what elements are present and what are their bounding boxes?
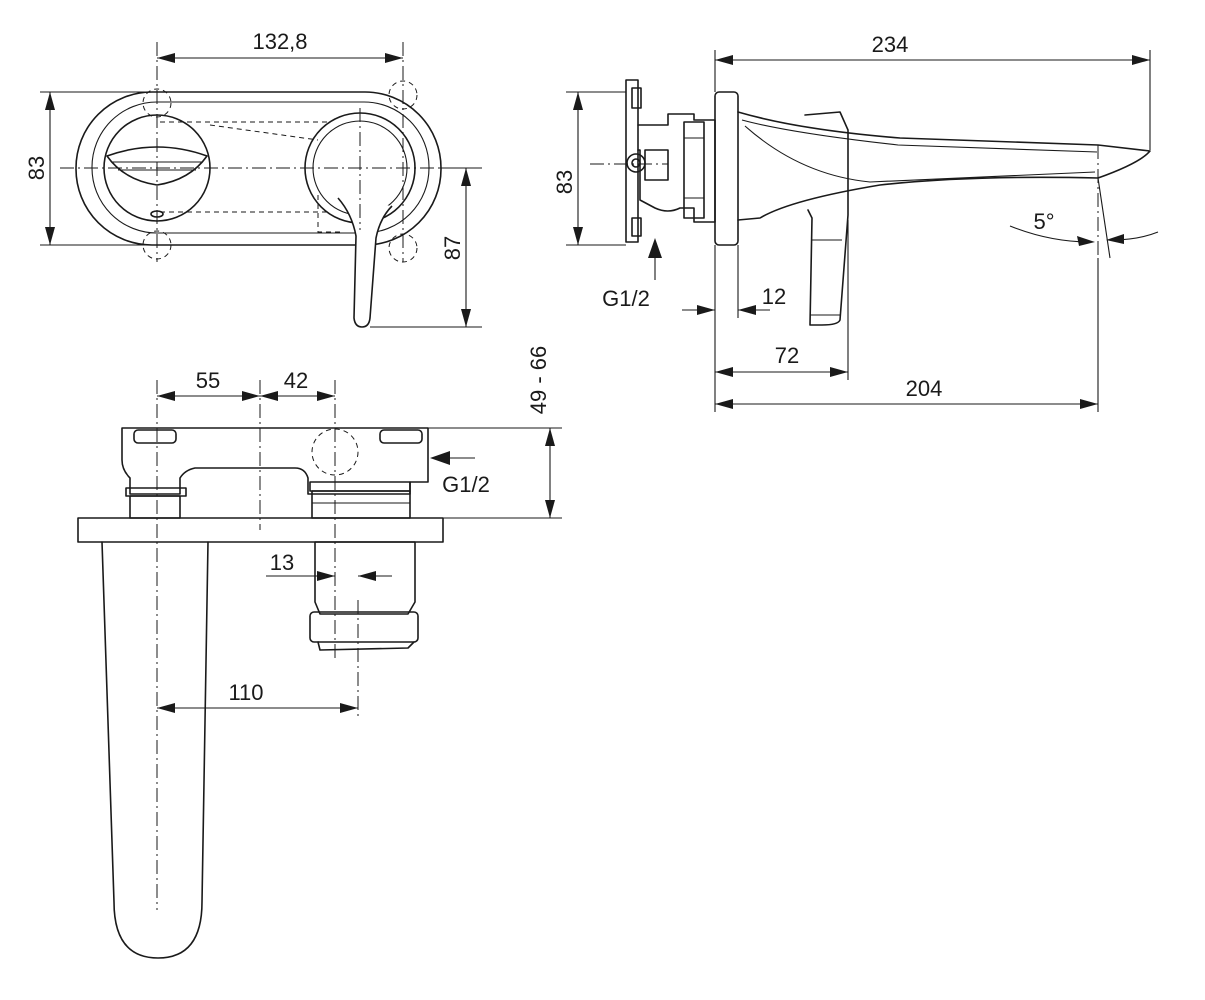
dim-wall-depth: 49 - 66 bbox=[526, 346, 551, 415]
plan-view: G1/2 55 42 49 - 66 13 110 bbox=[77, 346, 562, 959]
dim-overall-length: 234 bbox=[872, 32, 909, 57]
dim-cartridge-offset: 13 bbox=[270, 550, 294, 575]
dim-lever-offset: 72 bbox=[775, 343, 799, 368]
wall-flange bbox=[625, 79, 639, 243]
side-view: 83 G1/2 234 5° 12 72 bbox=[552, 32, 1159, 412]
side-lever bbox=[804, 111, 849, 326]
dim-spout-reach: 204 bbox=[906, 376, 943, 401]
mixer-lever bbox=[337, 197, 393, 328]
dim-plate-thickness: 12 bbox=[762, 284, 786, 309]
plan-lever bbox=[309, 611, 419, 643]
inlet-label-plan: G1/2 bbox=[442, 472, 490, 497]
dim-side-plate-height: 83 bbox=[552, 170, 577, 194]
dim-spout-to-mixer: 110 bbox=[228, 680, 263, 705]
dim-center-left: 55 bbox=[196, 368, 220, 393]
dim-lever-drop: 87 bbox=[440, 236, 465, 260]
plan-spout bbox=[101, 541, 209, 959]
dim-front-width: 132,8 bbox=[252, 29, 307, 54]
side-spout bbox=[737, 111, 1151, 221]
inlet-label-side: G1/2 bbox=[602, 286, 650, 311]
dim-spout-angle: 5° bbox=[1033, 209, 1054, 234]
plan-concealed-body bbox=[121, 427, 429, 495]
plan-mixer-cartridge bbox=[314, 541, 416, 615]
spout-opening bbox=[106, 146, 208, 186]
concealed-body bbox=[637, 113, 716, 223]
body-screw bbox=[626, 153, 646, 173]
dim-center-right: 42 bbox=[284, 368, 308, 393]
dim-front-height: 83 bbox=[24, 156, 49, 180]
front-view: 132,8 83 87 bbox=[24, 29, 482, 328]
side-cover-plate bbox=[714, 91, 739, 246]
